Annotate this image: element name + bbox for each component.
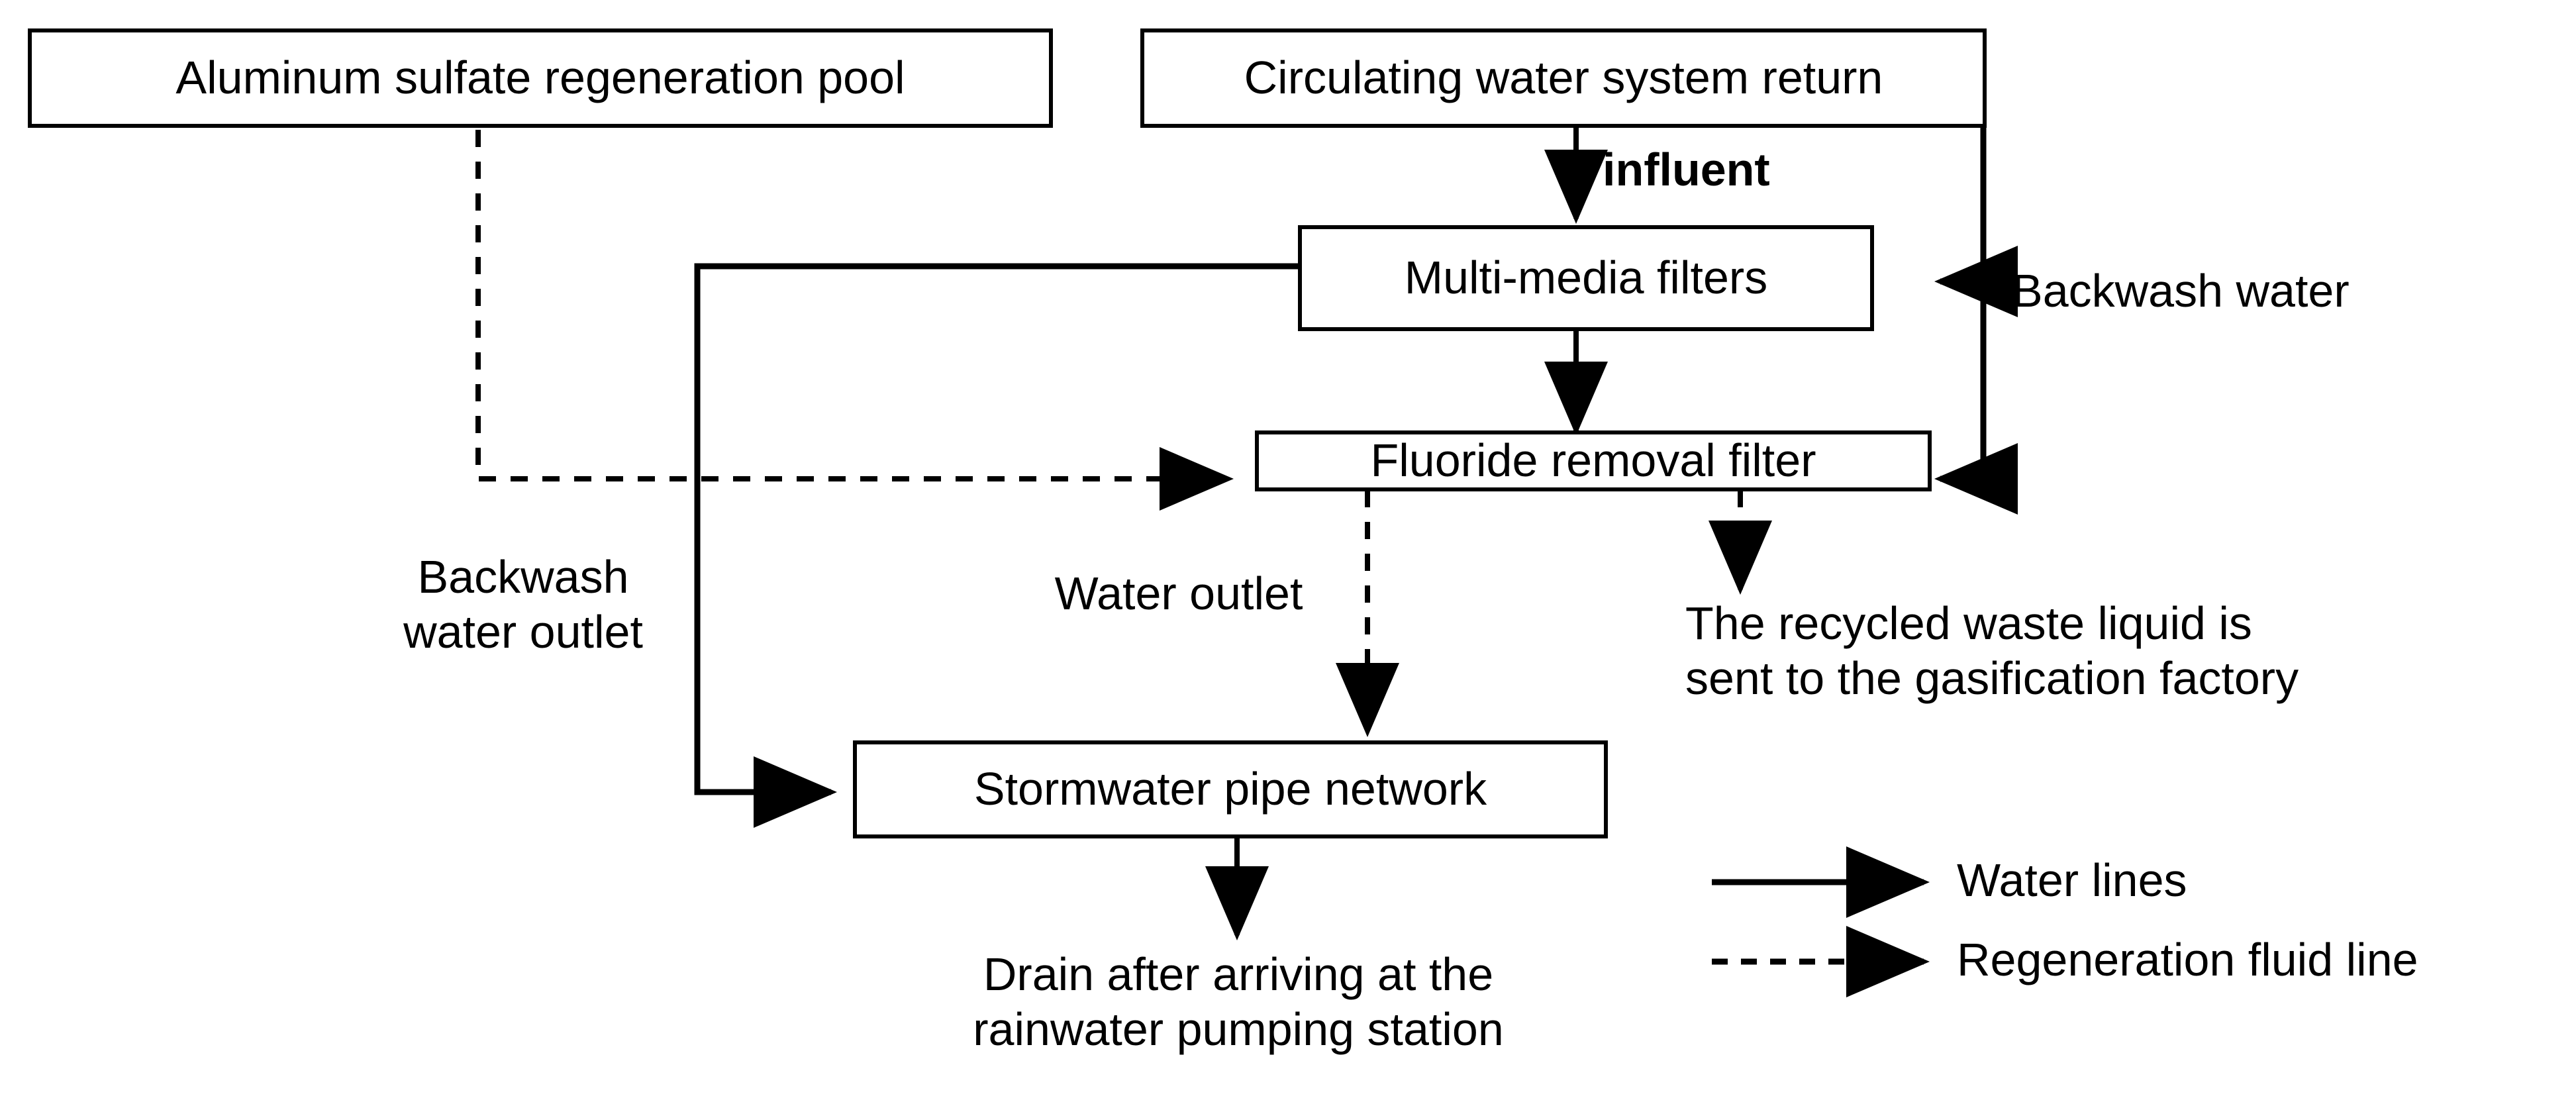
node-label: Multi-media filters [1404,252,1768,304]
legend-item-regeneration-fluid-line: Regeneration fluid line [1957,934,2418,985]
node-aluminum-sulfate-regeneration-pool[interactable]: Aluminum sulfate regeneration pool [28,28,1053,128]
edge-regeneration-fluid [475,130,1234,511]
node-circulating-water-system-return[interactable]: Circulating water system return [1140,28,1987,128]
edge-label-backwash-water-outlet: Backwash water outlet [403,551,643,658]
node-label: Circulating water system return [1244,52,1883,104]
node-label: Stormwater pipe network [973,763,1487,815]
terminal-gasification-factory: The recycled waste liquid is sent to the… [1685,597,2299,704]
node-fluoride-removal-filter[interactable]: Fluoride removal filter [1255,430,1932,491]
node-label: Fluoride removal filter [1370,434,1816,487]
edge-label-influent: influent [1603,144,1770,195]
edge-backwash-water-outlet [694,263,1298,828]
terminal-rainwater-pumping-station: Drain after arriving at the rainwater pu… [973,948,1504,1055]
node-stormwater-pipe-network[interactable]: Stormwater pipe network [853,740,1608,838]
node-label: Aluminum sulfate regeneration pool [175,52,905,104]
edge-label-water-outlet: Water outlet [1054,568,1303,619]
node-multi-media-filters[interactable]: Multi-media filters [1298,225,1874,331]
legend-item-water-lines: Water lines [1957,854,2187,906]
edge-label-backwash-water: Backwash water [2012,265,2350,317]
